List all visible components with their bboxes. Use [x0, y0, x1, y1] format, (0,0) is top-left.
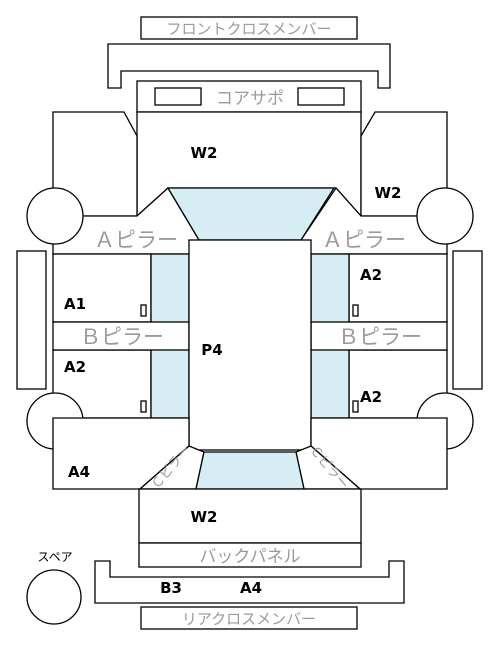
core-support-label: コアサポ — [216, 89, 284, 109]
spare-label: スペア — [37, 550, 72, 564]
front-cross-member-box — [140, 16, 358, 40]
rear-bumper-left-code: B3 — [160, 579, 182, 597]
b-pillar-left-label: Ｂピラー — [80, 325, 164, 349]
a-pillar-right-label: Ａピラー — [322, 228, 406, 252]
rear-door-left-handle — [140, 400, 147, 413]
headlight-left — [154, 87, 202, 106]
rear-bumper-right-code: A4 — [240, 579, 262, 597]
front-door-left-code: A1 — [64, 295, 86, 313]
trunk-code: W2 — [191, 508, 218, 526]
rear-window — [195, 451, 305, 490]
rear-quarter-right — [310, 417, 448, 490]
b-pillar-left — [52, 321, 190, 351]
front-wheel-left — [26, 187, 84, 245]
front-door-right-handle — [352, 304, 359, 317]
front-cross-member-label: フロントクロスメンバー — [166, 20, 331, 38]
back-panel — [138, 542, 362, 568]
b-pillar-right — [310, 321, 448, 351]
front-fender-right-code: W2 — [375, 184, 402, 202]
trunk — [138, 488, 362, 544]
rear-door-left-code: A2 — [64, 358, 86, 376]
rear-cross-member-label: リアクロスメンバー — [182, 610, 316, 628]
side-sill-right — [452, 250, 483, 390]
front-wheel-right — [416, 187, 474, 245]
hood-code: W2 — [191, 144, 218, 162]
headlight-right — [297, 87, 345, 106]
side-sill-left — [16, 250, 47, 390]
front-bumper — [107, 43, 391, 89]
rear-cross-member-box — [140, 606, 358, 630]
roof-code: P4 — [201, 341, 222, 359]
spare-tire — [26, 569, 82, 625]
a-pillar-left-label: Ａピラー — [94, 228, 178, 252]
front-door-left — [52, 253, 152, 323]
front-door-left-handle — [140, 304, 147, 317]
front-door-right-code: A2 — [360, 266, 382, 284]
rear-door-right-handle — [352, 400, 359, 413]
b-pillar-right-label: Ｂピラー — [338, 325, 422, 349]
back-panel-label: バックパネル — [199, 547, 300, 567]
roof — [188, 239, 312, 451]
front-door-right — [348, 253, 448, 323]
rear-quarter-left-code: A4 — [68, 463, 90, 481]
rear-bumper — [94, 560, 405, 604]
rear-door-right-code: A2 — [360, 388, 382, 406]
